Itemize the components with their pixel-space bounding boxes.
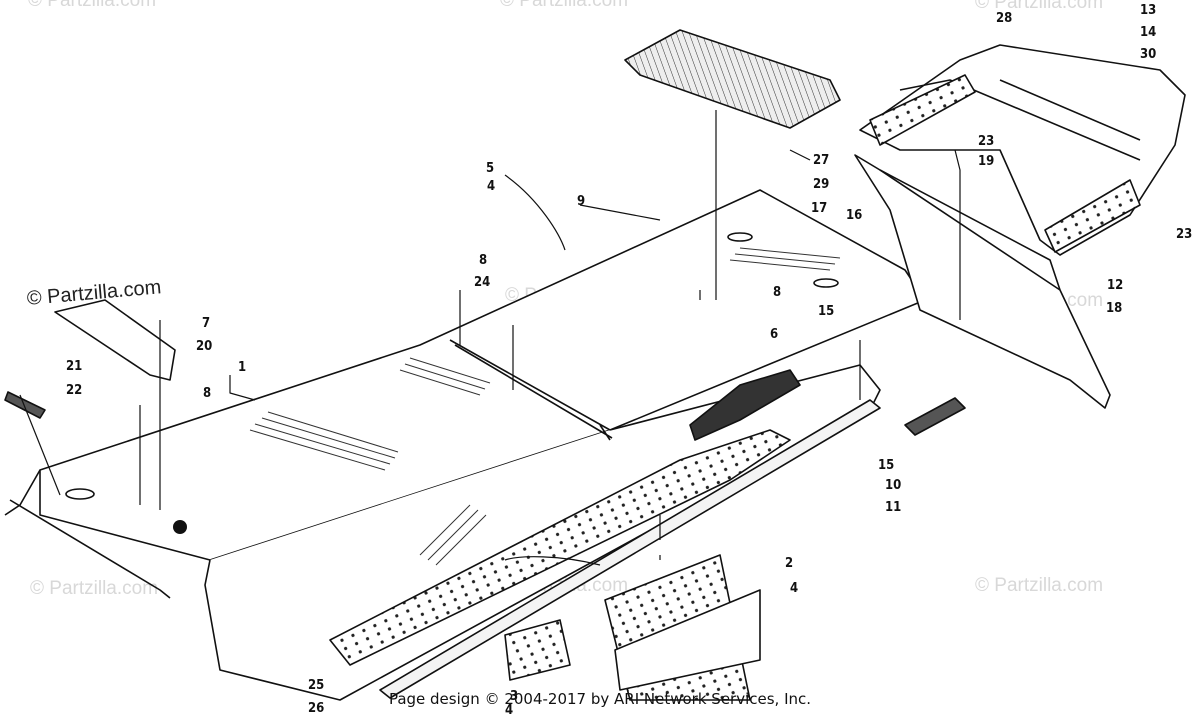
callout-25: 25	[308, 678, 324, 693]
callout-30: 30	[1140, 47, 1156, 62]
callout-4: 4	[790, 581, 798, 596]
callout-17: 17	[811, 201, 827, 216]
callout-8c: 8	[773, 285, 781, 300]
callout-11: 11	[885, 500, 901, 515]
callout-12: 12	[1107, 278, 1123, 293]
bracket	[54, 299, 176, 381]
callout-21: 21	[66, 359, 82, 374]
callout-26: 26	[308, 701, 324, 716]
callout-19: 19	[978, 154, 994, 169]
callout-7: 7	[202, 316, 210, 331]
callout-22: 22	[66, 383, 82, 398]
running-board	[379, 399, 881, 699]
callout-8b: 8	[479, 253, 487, 268]
callout-5: 5	[486, 161, 494, 176]
watermark: © Partzilla.com	[500, 0, 629, 11]
reflector-rear	[904, 397, 966, 436]
footer-credit: Page design © 2004-2017 by ARI Network S…	[388, 690, 812, 708]
callout-4c: 4	[505, 703, 513, 718]
callout-29: 29	[813, 177, 829, 192]
callout-20: 20	[196, 339, 212, 354]
reflector	[4, 391, 46, 419]
watermark: © Partzilla.com	[28, 0, 157, 11]
callout-23b: 23	[1176, 227, 1192, 242]
plate-3	[504, 619, 571, 681]
callout-4b: 4	[487, 179, 495, 194]
callout-24: 24	[474, 275, 490, 290]
callout-2: 2	[785, 556, 793, 571]
callout-23: 23	[978, 134, 994, 149]
callout-15b: 15	[818, 304, 834, 319]
callout-13: 13	[1140, 3, 1156, 18]
callout-27: 27	[813, 153, 829, 168]
callout-9: 9	[577, 194, 585, 209]
perforated-side	[329, 429, 791, 666]
watermark: © Partzilla.com	[975, 0, 1104, 13]
callout-6: 6	[770, 327, 778, 342]
callout-1: 1	[238, 360, 246, 375]
callout-8: 8	[203, 386, 211, 401]
watermark: © Partzilla.com	[975, 575, 1104, 596]
seat-pad	[624, 29, 841, 129]
callout-18: 18	[1106, 301, 1122, 316]
callout-10: 10	[885, 478, 901, 493]
watermark: © Partzilla.com	[30, 578, 159, 599]
callout-3: 3	[510, 689, 518, 704]
callout-15: 15	[878, 458, 894, 473]
callout-28: 28	[996, 11, 1012, 26]
callout-16: 16	[846, 208, 862, 223]
callout-14: 14	[1140, 25, 1156, 40]
callout-labels: 1 2 3 4 4 4 5 6 7 8 8 8 9 10 11 12 13 14…	[66, 3, 1192, 718]
rear-bumper	[854, 154, 1111, 409]
